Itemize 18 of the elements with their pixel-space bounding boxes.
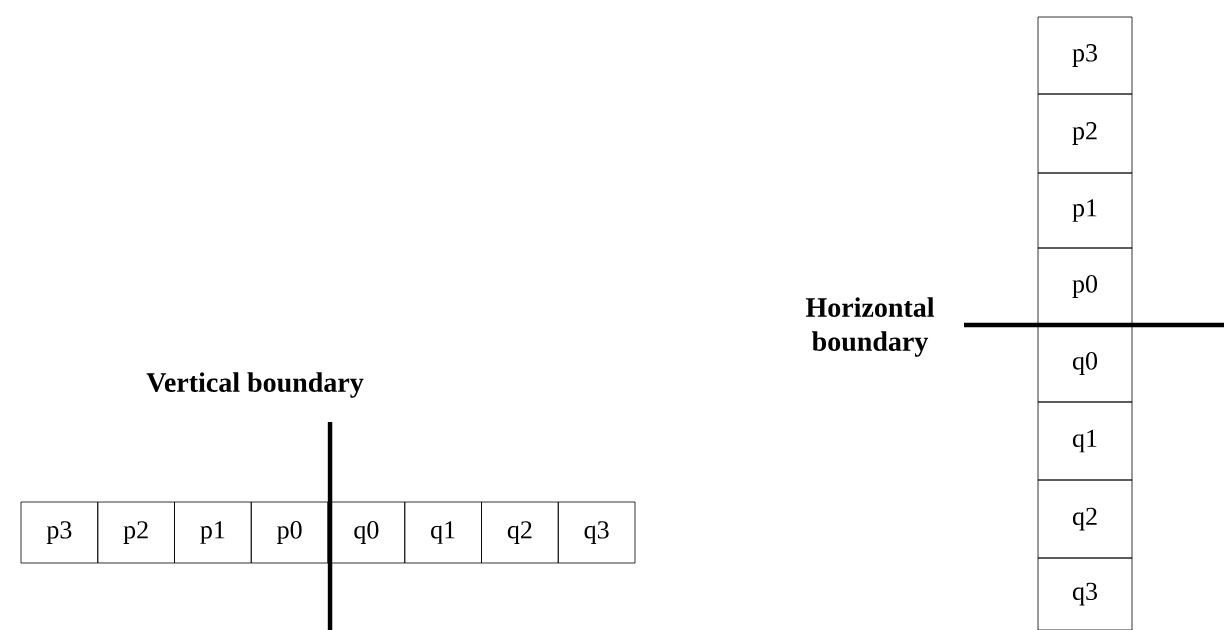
cell: p0 — [250, 501, 329, 564]
cell: q3 — [557, 501, 636, 564]
cell: p3 — [1037, 16, 1133, 95]
boundary-label: Horizontal boundary — [805, 297, 935, 357]
cell: q2 — [1037, 479, 1133, 559]
cell: p3 — [20, 501, 99, 564]
cell: p1 — [1037, 172, 1133, 249]
cell: p0 — [1037, 247, 1133, 326]
cell: q1 — [1037, 401, 1133, 481]
cell: q0 — [327, 501, 406, 564]
cell: p2 — [97, 501, 175, 564]
boundary-label: Vertical boundary — [146, 372, 364, 398]
cell: q1 — [404, 501, 482, 564]
cell: p2 — [1037, 93, 1133, 174]
cell: p1 — [174, 501, 252, 564]
cell: q3 — [1037, 557, 1133, 630]
cell: q2 — [481, 501, 559, 564]
cell: q0 — [1037, 324, 1133, 403]
